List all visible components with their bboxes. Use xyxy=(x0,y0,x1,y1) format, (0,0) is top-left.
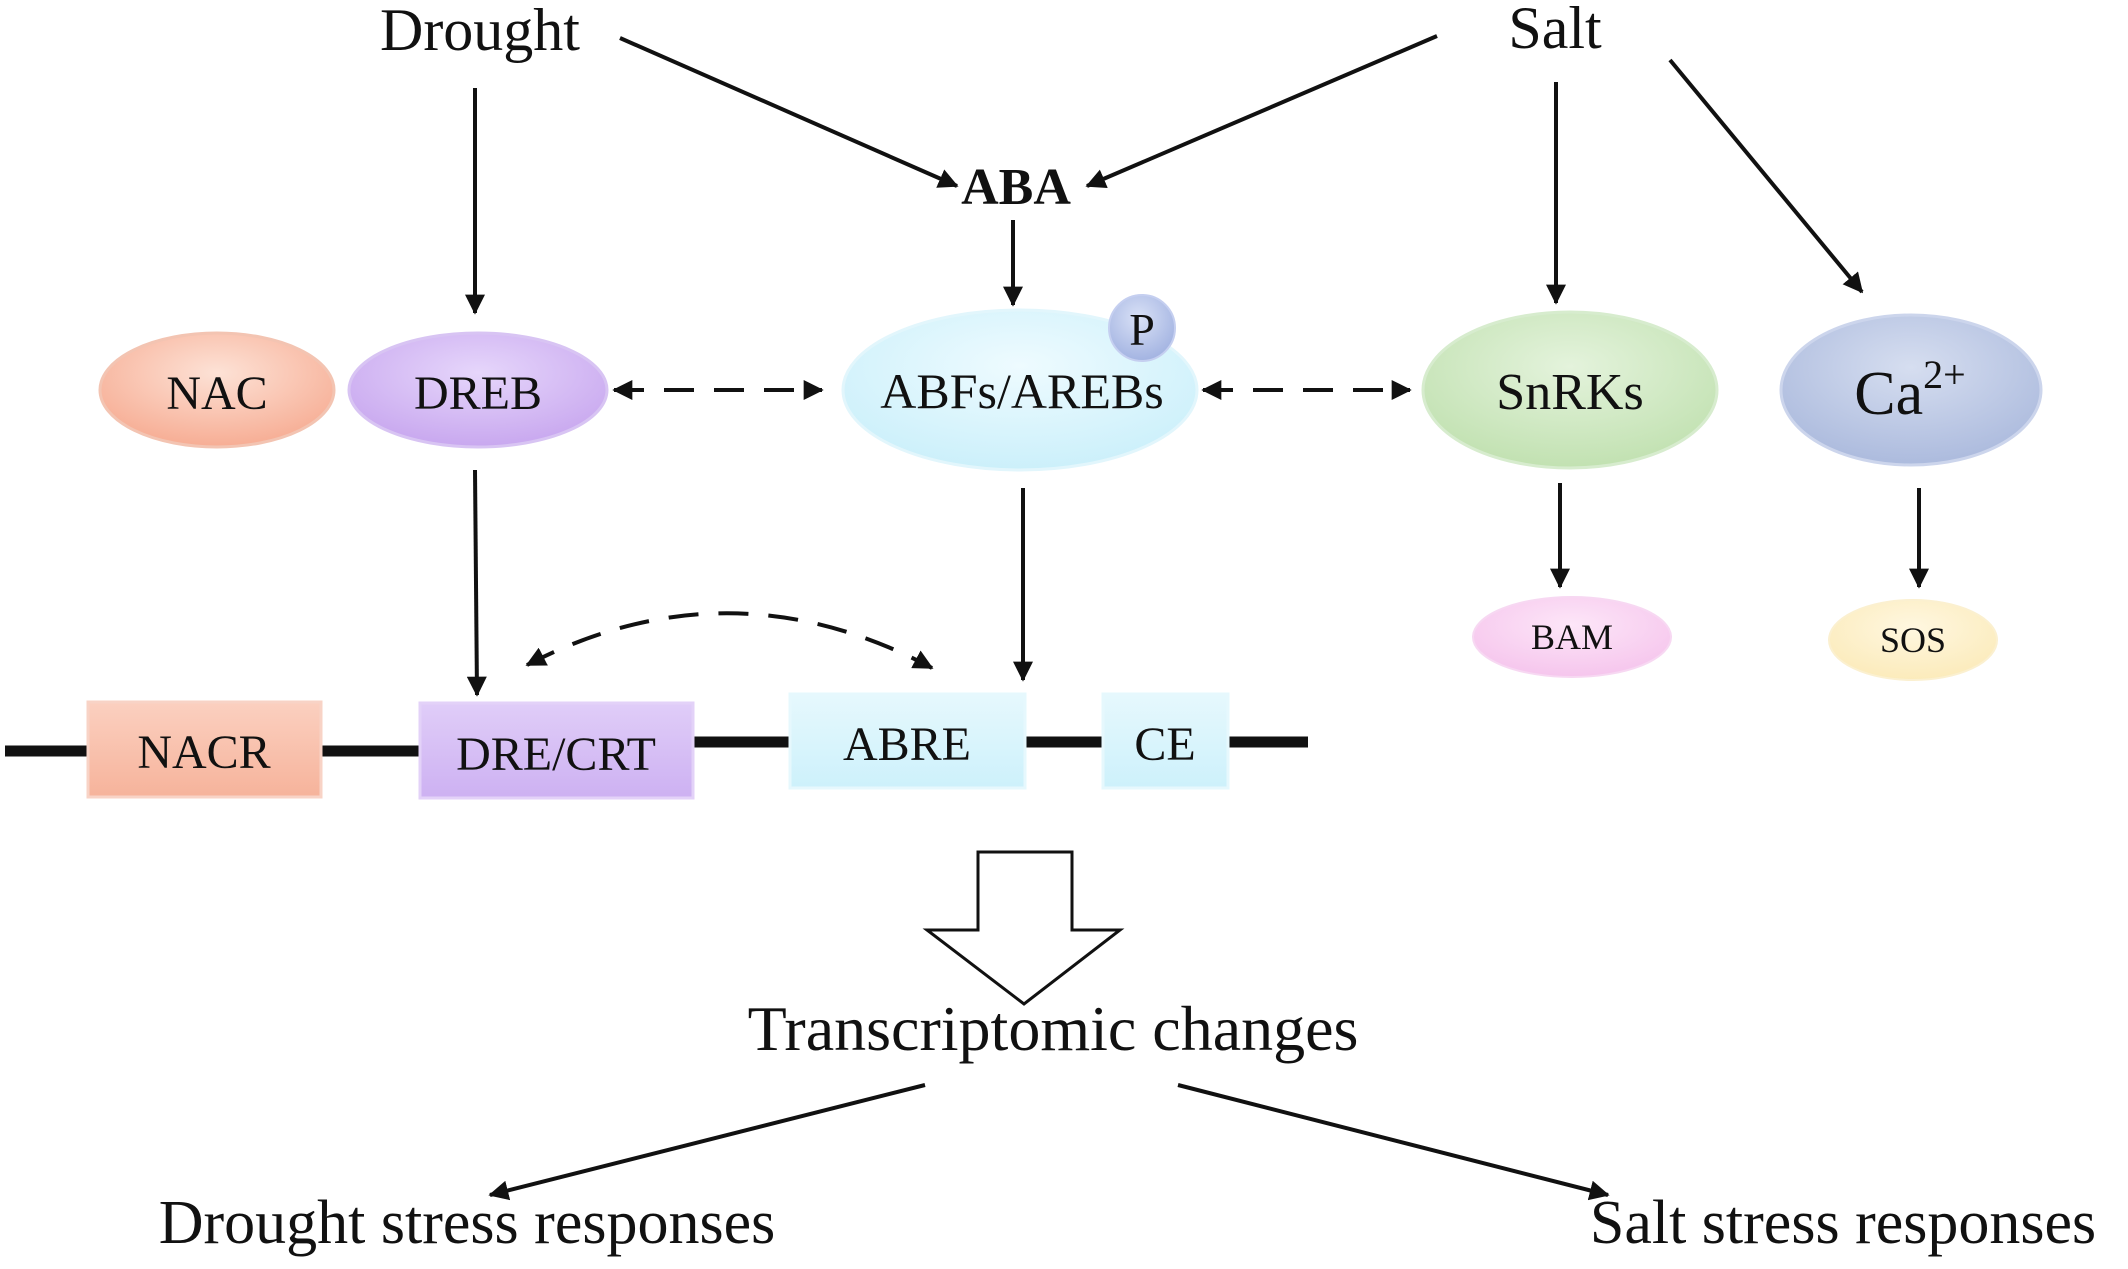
dreb-node: DREB xyxy=(347,331,609,449)
bam-label: BAM xyxy=(1531,617,1613,657)
dreb-label: DREB xyxy=(414,367,542,420)
outcome-arrows xyxy=(488,1083,1610,1201)
dre-crt-element: DRE/CRT xyxy=(418,701,695,800)
abfs-ellipse xyxy=(841,308,1199,472)
abre-box xyxy=(788,692,1027,790)
salt-label: Salt xyxy=(1508,0,1602,61)
ce-box xyxy=(1101,692,1230,790)
sos-node: SOS xyxy=(1828,599,1998,681)
nac-node: NAC xyxy=(98,331,336,449)
dre-crt-box xyxy=(418,701,695,800)
promoter-line xyxy=(5,736,1308,757)
ca-node: Ca2+ xyxy=(1779,313,2043,467)
arrow-to-salt-resp xyxy=(1177,1083,1610,1201)
ca-superscript: 2+ xyxy=(1923,352,1966,397)
downstream-arrows xyxy=(466,469,1929,697)
hollow-down-arrow xyxy=(922,850,1125,1006)
arrow-salt-ca xyxy=(1668,58,1864,294)
phosphate-circle xyxy=(1108,294,1176,362)
arrow-dre-abre xyxy=(525,611,934,670)
transcriptomic-label: Transcriptomic changes xyxy=(748,993,1359,1064)
ca-base: Ca xyxy=(1854,360,1923,428)
nacr-label: NACR xyxy=(137,726,270,779)
ca-label: Ca2+ xyxy=(1854,352,1965,428)
bam-node: BAM xyxy=(1472,596,1672,678)
sos-label: SOS xyxy=(1880,620,1946,660)
arrow-salt-aba xyxy=(1085,34,1438,188)
nac-label: NAC xyxy=(166,367,267,420)
nac-ellipse xyxy=(98,331,336,449)
abre-element: ABRE xyxy=(788,692,1027,790)
aba-label: ABA xyxy=(961,159,1071,216)
abfs-label: ABFs/AREBs xyxy=(880,363,1163,419)
arrow-to-drought-resp xyxy=(488,1083,926,1201)
snrks-node: SnRKs xyxy=(1421,310,1719,470)
ce-label: CE xyxy=(1134,718,1195,771)
nacr-element: NACR xyxy=(86,700,323,799)
interaction-arrows xyxy=(525,380,1412,670)
phosphate-label: P xyxy=(1129,304,1155,355)
arrow-drought-aba xyxy=(619,36,959,188)
stimulus-arrows xyxy=(465,34,1864,315)
ce-element: CE xyxy=(1101,692,1230,790)
ca-ellipse xyxy=(1779,313,2043,467)
sos-ellipse xyxy=(1828,599,1998,681)
dreb-ellipse xyxy=(347,331,609,449)
snrks-label: SnRKs xyxy=(1496,364,1643,421)
dre-crt-label: DRE/CRT xyxy=(456,728,656,781)
bam-ellipse xyxy=(1472,596,1672,678)
nacr-box xyxy=(86,700,323,799)
drought-responses-label: Drought stress responses xyxy=(159,1189,776,1257)
snrks-ellipse xyxy=(1421,310,1719,470)
arrow-dreb-dre xyxy=(466,469,487,697)
abre-label: ABRE xyxy=(843,718,971,771)
salt-responses-label: Salt stress responses xyxy=(1590,1189,2096,1257)
abfs-node: ABFs/AREBs P xyxy=(841,294,1199,472)
drought-label: Drought xyxy=(380,0,580,63)
